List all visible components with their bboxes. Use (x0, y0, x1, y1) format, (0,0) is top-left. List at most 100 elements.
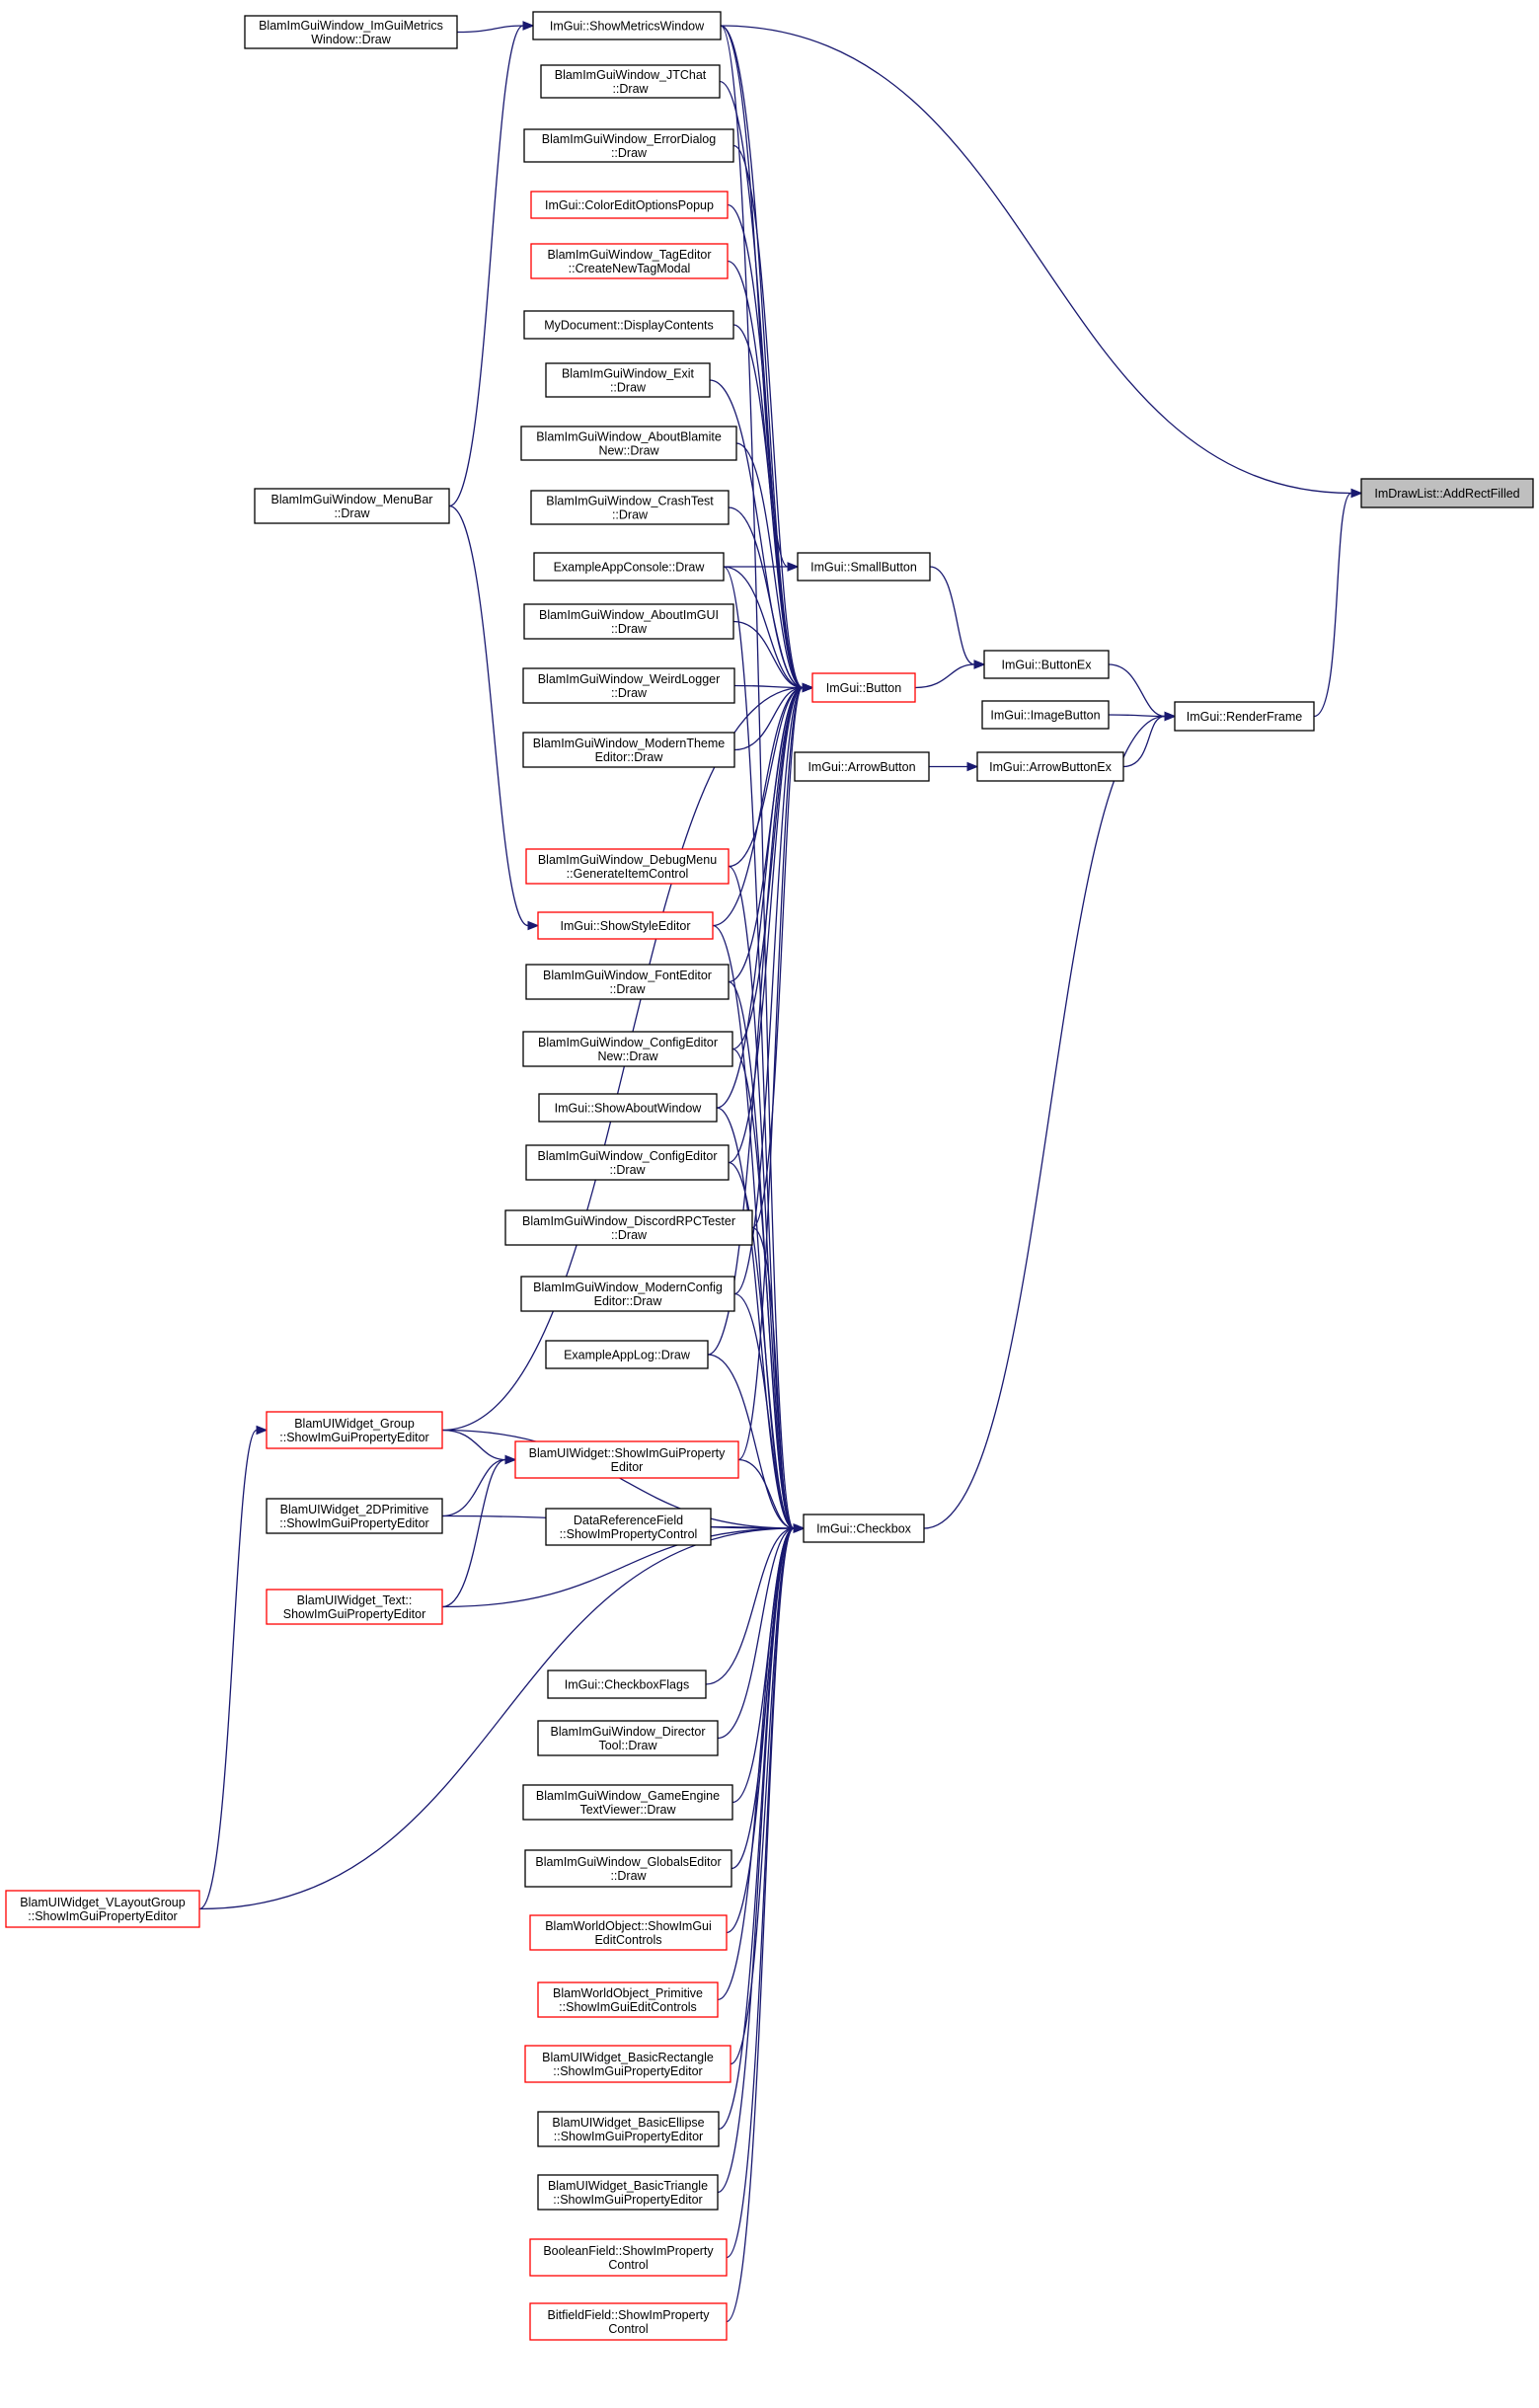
node-coloredit[interactable]: ImGui::ColorEditOptionsPopup (530, 191, 729, 219)
node-arrowbutton[interactable]: ImGui::ArrowButton (794, 751, 930, 782)
node-vlayout[interactable]: BlamUIWidget_VLayoutGroup::ShowImGuiProp… (5, 1890, 200, 1928)
node-console[interactable]: ExampleAppConsole::Draw (533, 552, 725, 582)
node-globals[interactable]: BlamImGuiWindow_GlobalsEditor::Draw (524, 1849, 732, 1888)
node-adr[interactable]: ImDrawList::AddRectFilled (1360, 478, 1534, 508)
edge-button-to-buttonex (914, 660, 986, 689)
edge-line (720, 25, 795, 1529)
edge-menubar-to-mw (448, 21, 535, 507)
node-worldprim[interactable]: BlamWorldObject_Primitive::ShowImGuiEdit… (537, 1981, 719, 2018)
node-box (545, 362, 711, 398)
node-dataref[interactable]: DataReferenceField::ShowImPropertyContro… (545, 1508, 712, 1546)
node-mydoc[interactable]: MyDocument::DisplayContents (523, 310, 734, 340)
node-group[interactable]: BlamUIWidget_Group::ShowImGuiPropertyEdi… (266, 1411, 443, 1449)
node-text[interactable]: BlamUIWidget_Text::ShowImGuiPropertyEdit… (266, 1589, 443, 1625)
node-label: ::ShowImGuiPropertyEditor (553, 2193, 702, 2207)
node-basictriangle[interactable]: BlamUIWidget_BasicTriangle::ShowImGuiPro… (537, 2174, 719, 2211)
edge-line (441, 1429, 506, 1461)
node-label: BlamWorldObject_Primitive (553, 1986, 703, 2000)
node-jtchat[interactable]: BlamImGuiWindow_JTChat::Draw (540, 64, 721, 99)
edge-line (441, 1458, 506, 1517)
node-aboutimgui[interactable]: BlamImGuiWindow_AboutImGUI::Draw (523, 603, 734, 640)
node-label: BlamImGuiWindow_FontEditor (543, 969, 712, 982)
node-box (545, 1508, 712, 1546)
node-arrowbuttonex[interactable]: ImGui::ArrowButtonEx (976, 751, 1124, 782)
node-box (524, 2045, 731, 2083)
node-worldobj[interactable]: BlamWorldObject::ShowImGuiEditControls (529, 1914, 728, 1951)
edge-line (707, 686, 804, 1356)
node-box (530, 191, 729, 219)
node-fonteditor[interactable]: BlamImGuiWindow_FontEditor::Draw (525, 964, 730, 1000)
node-aboutwindow[interactable]: ImGui::ShowAboutWindow (538, 1093, 718, 1123)
node-checkboxflags[interactable]: ImGui::CheckboxFlags (547, 1670, 707, 1699)
node-crashtest[interactable]: BlamImGuiWindow_CrashTest::Draw (530, 490, 730, 525)
node-applog[interactable]: ExampleAppLog::Draw (545, 1340, 709, 1369)
node-prim2d[interactable]: BlamUIWidget_2DPrimitive::ShowImGuiPrope… (266, 1498, 443, 1534)
node-weirdlogger[interactable]: BlamImGuiWindow_WeirdLogger::Draw (522, 667, 735, 704)
node-box (254, 488, 450, 524)
edge-mw-to-adr (720, 25, 1363, 499)
node-box (803, 1514, 925, 1543)
edge-line (726, 1527, 795, 2323)
node-buttonex[interactable]: ImGui::ButtonEx (983, 650, 1110, 679)
edge-line (929, 566, 975, 665)
node-label: BlamImGuiWindow_DiscordRPCTester (522, 1214, 735, 1228)
node-configeditor[interactable]: BlamImGuiWindow_ConfigEditor::Draw (525, 1144, 730, 1181)
edge-line (751, 686, 804, 1229)
node-label: BlamImGuiWindow_AboutBlamite (536, 430, 722, 444)
node-label: BlamUIWidget_VLayoutGroup (20, 1896, 185, 1909)
node-menubar[interactable]: BlamImGuiWindow_MenuBar::Draw (254, 488, 450, 524)
node-box (537, 911, 714, 940)
node-bitfield[interactable]: BitfieldField::ShowImPropertyControl (529, 2302, 728, 2341)
node-label: ImGui::Checkbox (816, 1522, 912, 1536)
edge-line (441, 1458, 506, 1608)
edge-uiwidget-to-checkbox (737, 1458, 806, 1533)
node-button[interactable]: ImGui::Button (811, 672, 916, 703)
edge-line (923, 715, 1166, 1529)
edge-line (441, 1527, 795, 1608)
node-label: BlamUIWidget_BasicRectangle (542, 2051, 714, 2064)
node-label: ImDrawList::AddRectFilled (1374, 487, 1519, 501)
node-styleeditor[interactable]: ImGui::ShowStyleEditor (537, 911, 714, 940)
node-renderframe[interactable]: ImGui::RenderFrame (1174, 701, 1315, 732)
edge-text-to-uiwidget (441, 1454, 517, 1608)
node-checkbox[interactable]: ImGui::Checkbox (803, 1514, 925, 1543)
node-discord[interactable]: BlamImGuiWindow_DiscordRPCTester::Draw (504, 1209, 753, 1246)
node-basicrect[interactable]: BlamUIWidget_BasicRectangle::ShowImGuiPr… (524, 2045, 731, 2083)
edge-jtchat-to-button (719, 80, 814, 693)
node-basicellipse[interactable]: BlamUIWidget_BasicEllipse::ShowImGuiProp… (537, 2111, 720, 2147)
node-smallbutton[interactable]: ImGui::SmallButton (797, 552, 931, 582)
edge-line (448, 25, 524, 507)
node-uiwidget[interactable]: BlamUIWidget::ShowImGuiPropertyEditor (514, 1440, 739, 1479)
node-tageditor[interactable]: BlamImGuiWindow_TagEditor::CreateNewTagM… (530, 243, 729, 279)
node-box (537, 2111, 720, 2147)
node-label: Window::Draw (311, 33, 392, 46)
node-exit[interactable]: BlamImGuiWindow_Exit::Draw (545, 362, 711, 398)
node-label: BlamImGuiWindow_Exit (562, 367, 695, 381)
node-mw[interactable]: ImGui::ShowMetricsWindow (532, 11, 722, 40)
node-box (522, 667, 735, 704)
edge-line (720, 25, 1352, 495)
node-box (244, 15, 458, 49)
node-label: BlamImGuiWindow_TagEditor (547, 248, 711, 262)
node-imagebutton[interactable]: ImGui::ImageButton (981, 700, 1110, 730)
edge-line (717, 1527, 795, 1740)
edge-line (735, 442, 804, 689)
node-boolfield[interactable]: BooleanField::ShowImPropertyControl (529, 2238, 728, 2277)
node-gameengine[interactable]: BlamImGuiWindow_GameEngineTextViewer::Dr… (522, 1784, 733, 1821)
edge-line (723, 566, 804, 689)
edge-arrowbuttonex-to-renderframe (1122, 711, 1177, 768)
node-box (532, 11, 722, 40)
node-label: BlamImGuiWindow_ImGuiMetrics (259, 19, 443, 33)
node-errdlg[interactable]: BlamImGuiWindow_ErrorDialog::Draw (523, 128, 734, 163)
edge-arrowhead (966, 761, 979, 772)
node-box (524, 1849, 732, 1888)
node-label: ::CreateNewTagModal (569, 262, 691, 275)
node-debugmenu[interactable]: BlamImGuiWindow_DebugMenu::GenerateItemC… (525, 848, 730, 885)
node-label: BlamImGuiWindow_ModernTheme (533, 737, 726, 750)
